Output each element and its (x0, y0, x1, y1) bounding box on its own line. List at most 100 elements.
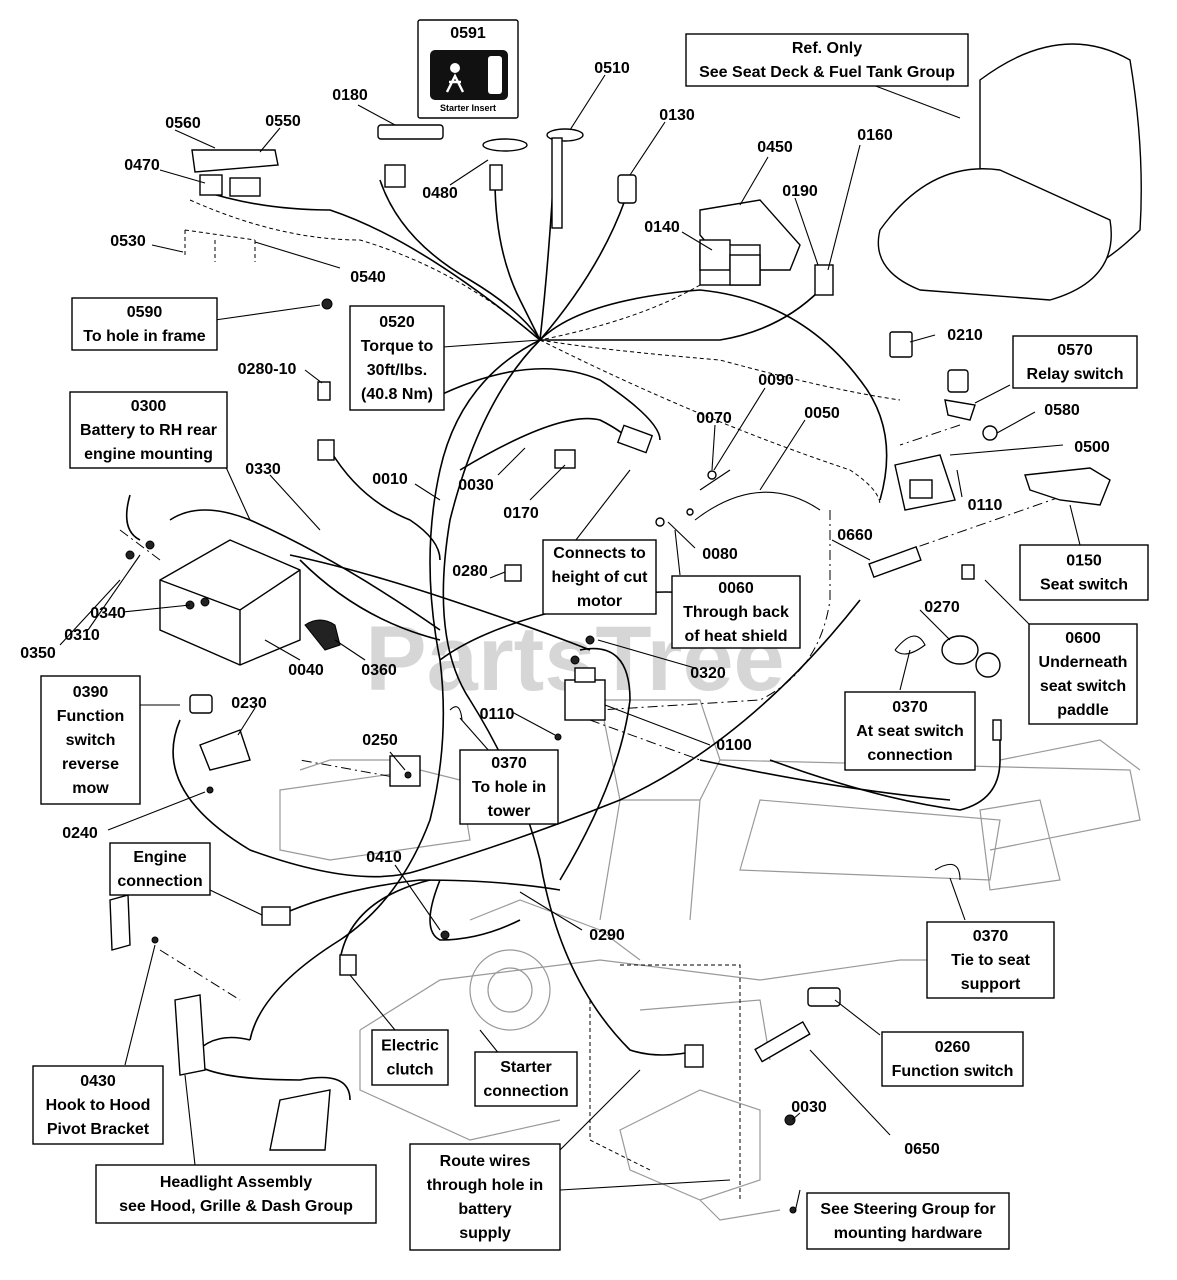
part-number-0330: 0330 (245, 461, 281, 478)
callout-line: 0600 (1065, 630, 1101, 647)
callout-frame (95, 1164, 377, 1224)
part-number-0190: 0190 (782, 183, 818, 200)
inset-code: 0591 (450, 25, 486, 42)
part-number-0540: 0540 (350, 269, 386, 286)
callout-line: Pivot Bracket (47, 1121, 150, 1138)
connector-0280-10 (317, 381, 331, 401)
callout-frame (459, 749, 559, 825)
part-number-0410: 0410 (366, 849, 402, 866)
callout-line: Ref. Only (792, 40, 862, 57)
part-number-0280-10: 0280-10 (238, 361, 297, 378)
part-number-0290: 0290 (589, 927, 625, 944)
callout-line: Headlight Assembly (160, 1174, 312, 1191)
callout-c0590: 0590 To hole in frame (71, 297, 218, 351)
part-number-0040: 0040 (288, 662, 324, 679)
callout-line: Electric (381, 1038, 439, 1055)
callout-line: Tie to seat (951, 952, 1031, 969)
relay-block (699, 239, 731, 271)
part-number-0110: 0110 (968, 497, 1003, 514)
callout-line: To hole in frame (83, 328, 205, 345)
function-switch (807, 987, 841, 1007)
part-number-0090: 0090 (758, 372, 794, 389)
pto-switch (617, 174, 637, 204)
callout-line: tower (488, 803, 531, 820)
callout-c0370a: 0370 To hole in tower (459, 749, 559, 825)
callout-frame (109, 842, 211, 896)
callout-frame (32, 1065, 164, 1145)
callout-line: mounting hardware (834, 1225, 983, 1242)
part-number-0280: 0280 (452, 563, 488, 580)
inset-caption: Starter Insert (440, 103, 496, 113)
callout-frame (881, 1031, 1024, 1087)
callout-line: supply (459, 1225, 511, 1242)
connector-0190 (814, 264, 834, 296)
callout-frame (671, 575, 801, 649)
callout-line: 0590 (127, 304, 163, 321)
callout-line: 0570 (1057, 342, 1093, 359)
callout-line: Route wires (440, 1153, 531, 1170)
switch-plate (191, 149, 279, 173)
part-number-0580: 0580 (1044, 402, 1080, 419)
callout-line: Function switch (892, 1063, 1014, 1080)
spacer-0600 (961, 564, 975, 580)
harness-plug-0650 (754, 1020, 811, 1063)
callout-line: paddle (1057, 702, 1109, 719)
connector-0280 (504, 564, 522, 582)
callout-line: 0390 (73, 684, 109, 701)
part-number-0560: 0560 (165, 115, 201, 132)
part-number-0230: 0230 (231, 695, 267, 712)
callout-frame (71, 297, 218, 351)
part-number-0650: 0650 (904, 1141, 940, 1158)
callout-frame (349, 305, 445, 411)
part-number-0340: 0340 (90, 605, 126, 622)
part-number-0130: 0130 (659, 107, 695, 124)
callout-frame (926, 921, 1055, 999)
hood-bracket (109, 894, 131, 951)
callout-frame (1019, 544, 1149, 601)
part-number-0470: 0470 (124, 157, 160, 174)
callout-line: 0430 (80, 1073, 116, 1090)
callout-frame (685, 33, 969, 87)
callout-line: clutch (386, 1062, 433, 1079)
part-number-0350: 0350 (20, 645, 56, 662)
callout-line: switch (66, 732, 116, 749)
callout-line: Hook to Hood (46, 1097, 151, 1114)
insert-plug (482, 138, 528, 152)
connector-0210 (889, 331, 913, 358)
fuse-holder (554, 449, 576, 469)
light-switch (377, 124, 444, 140)
callout-line: Seat switch (1040, 577, 1128, 594)
callout-line: Relay switch (1027, 366, 1124, 383)
callout-line: through hole in (427, 1177, 543, 1194)
seat-switch (1024, 467, 1111, 506)
callout-line: 0150 (1066, 553, 1102, 570)
callout-line: 0260 (935, 1039, 971, 1056)
part-number-0250: 0250 (362, 732, 398, 749)
engine-connector (261, 906, 291, 926)
starter-connector (684, 1044, 704, 1068)
callout-frame (1012, 335, 1138, 389)
part-number-0140: 0140 (644, 219, 680, 236)
part-number-0240: 0240 (62, 825, 98, 842)
callout-line: To hole in (472, 779, 546, 796)
callout-line: 0370 (892, 699, 928, 716)
callout-frame (40, 675, 141, 805)
leader-lines (59, 74, 1081, 1213)
part-number-0530: 0530 (110, 233, 146, 250)
callout-line: connection (867, 747, 952, 764)
part-number-0180: 0180 (332, 87, 368, 104)
part-number-0030: 0030 (791, 1099, 827, 1116)
part-number-0080: 0080 (702, 546, 738, 563)
callout-line: 0370 (491, 755, 527, 772)
callout-line: seat switch (1040, 678, 1126, 695)
